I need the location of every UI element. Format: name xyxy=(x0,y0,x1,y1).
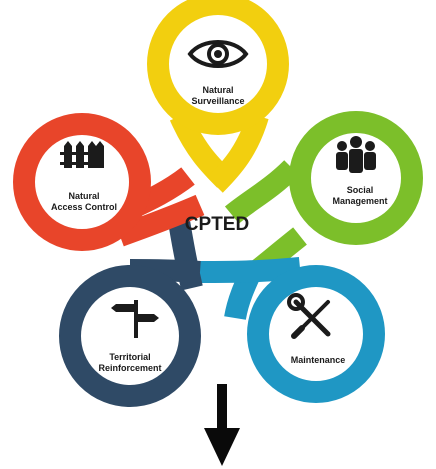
band-blue-2 xyxy=(199,257,302,283)
band-red-2 xyxy=(116,194,205,247)
node-access xyxy=(13,113,151,251)
node-territorial xyxy=(59,265,201,407)
label-territorial: Territorial Reinforcement xyxy=(98,352,161,373)
label-social: Social Management xyxy=(332,185,387,206)
people-icon xyxy=(336,136,376,173)
label-surveillance: Natural Surveillance xyxy=(191,85,244,106)
node-maintenance xyxy=(247,265,385,403)
label-line: Management xyxy=(332,196,387,206)
down-arrow-icon xyxy=(204,384,240,466)
label-maintenance: Maintenance xyxy=(291,355,346,365)
signpost-icon xyxy=(111,300,159,338)
label-line: Maintenance xyxy=(291,355,346,365)
label-line: Natural xyxy=(68,191,99,201)
label-line: Surveillance xyxy=(191,96,244,106)
label-line: Territorial xyxy=(109,352,150,362)
label-line: Social xyxy=(347,185,374,195)
eye-icon xyxy=(187,40,249,68)
label-line: Access Control xyxy=(51,202,117,212)
connector-bands xyxy=(116,111,307,321)
band-green xyxy=(224,160,300,224)
label-line: Natural xyxy=(202,85,233,95)
node-social xyxy=(289,111,423,245)
band-yellow-2 xyxy=(207,112,269,193)
label-access: Natural Access Control xyxy=(51,191,117,212)
fence-icon xyxy=(60,141,104,168)
wrench-screwdriver-icon xyxy=(287,293,331,339)
center-title: CPTED xyxy=(185,214,249,235)
label-line: Reinforcement xyxy=(98,363,161,373)
